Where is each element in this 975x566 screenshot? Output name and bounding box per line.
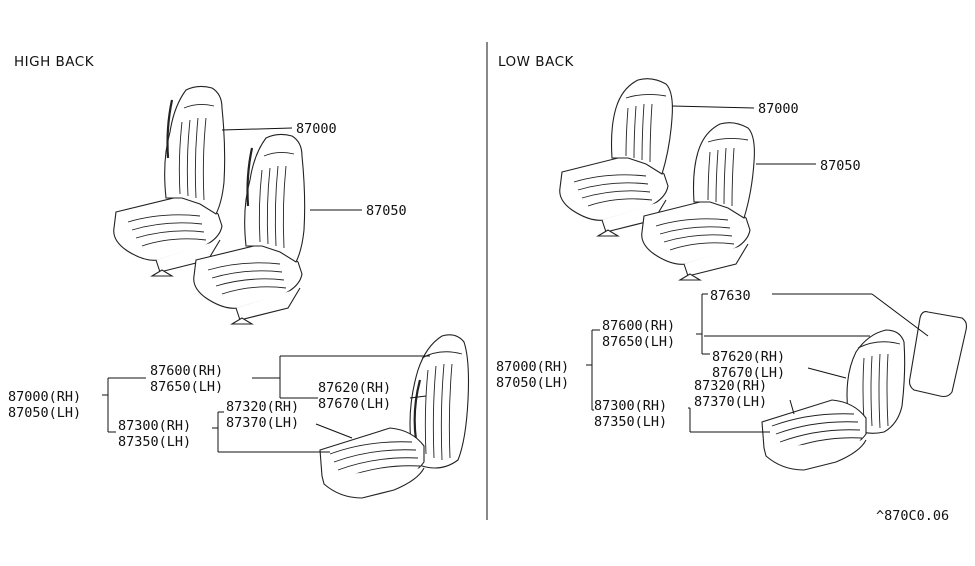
label-cushion-trim-lh-left: 87370(LH) [226, 415, 299, 431]
label-asm-lh-right: 87050(LH) [496, 375, 569, 391]
leader-back-trim-end-right [807, 367, 847, 379]
label-seat-rh-right: 87000 [758, 101, 799, 117]
label-back-trim-rh-right: 87620(RH) [712, 349, 785, 365]
label-cushion-rh-right: 87300(RH) [594, 398, 667, 414]
label-headrest-right: 87630 [710, 288, 751, 304]
leader-cushion-trim-end-right [789, 399, 795, 415]
label-asm-lh-left: 87050(LH) [8, 405, 81, 421]
label-cushion-trim-rh-right: 87320(RH) [694, 378, 767, 394]
label-back-rh-left: 87600(RH) [150, 363, 223, 379]
high-back-seat-rh [112, 85, 226, 278]
high-back-cushion [319, 427, 425, 499]
label-back-lh-left: 87650(LH) [150, 379, 223, 395]
label-back-lh-right: 87650(LH) [602, 334, 675, 350]
headrest-pad [908, 311, 968, 398]
label-seat-lh-right: 87050 [820, 158, 861, 174]
leader-headrest-end-right [871, 293, 929, 337]
low-back-title: LOW BACK [498, 54, 574, 70]
high-back-title: HIGH BACK [14, 54, 95, 70]
low-back-cushion [761, 399, 867, 471]
label-asm-rh-left: 87000(RH) [8, 389, 81, 405]
label-cushion-trim-rh-left: 87320(RH) [226, 399, 299, 415]
label-cushion-lh-left: 87350(LH) [118, 434, 191, 450]
label-asm-rh-right: 87000(RH) [496, 359, 569, 375]
label-back-trim-lh-left: 87670(LH) [318, 396, 391, 412]
label-seat-rh-left: 87000 [296, 121, 337, 137]
label-back-trim-lh-right: 87670(LH) [712, 365, 785, 381]
leader-87000-right [671, 105, 755, 109]
label-cushion-lh-right: 87350(LH) [594, 414, 667, 430]
label-back-trim-rh-left: 87620(RH) [318, 380, 391, 396]
low-back-seat-rh [559, 78, 673, 237]
label-cushion-rh-left: 87300(RH) [118, 418, 191, 434]
label-seat-lh-left: 87050 [366, 203, 407, 219]
leader-cushion-trim-end-left [315, 423, 353, 439]
label-cushion-trim-lh-right: 87370(LH) [694, 394, 767, 410]
label-back-rh-right: 87600(RH) [602, 318, 675, 334]
diagram-code: ^870C0.06 [876, 508, 949, 524]
leader-87000-left [221, 127, 293, 131]
leader-back-trim-end-left [409, 395, 427, 399]
